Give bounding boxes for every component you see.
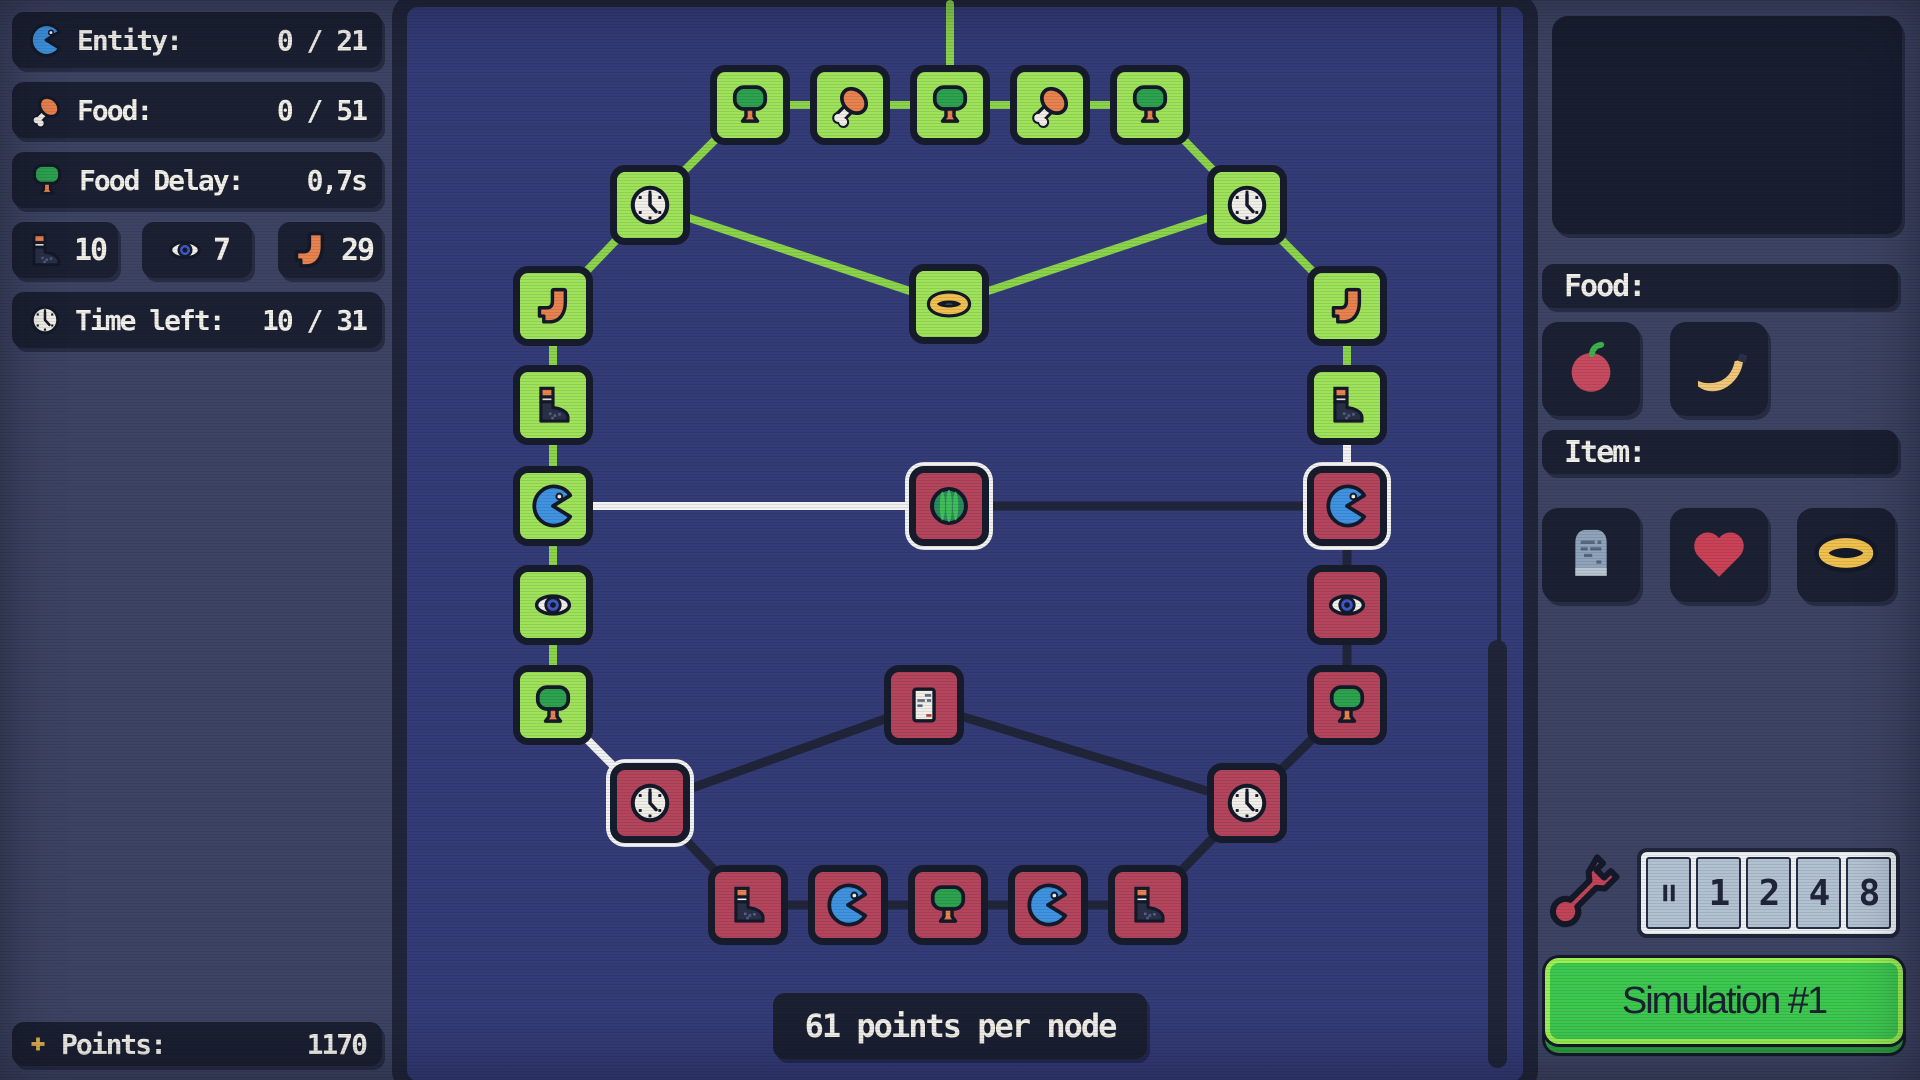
heart-icon	[1686, 520, 1752, 590]
speed-8-button[interactable]: 8	[1846, 857, 1891, 929]
food-apple-button[interactable]	[1542, 322, 1640, 416]
item-section-header: Item:	[1542, 430, 1898, 474]
time-left-clock-icon	[28, 303, 62, 337]
food-delay-stat-row: Food Delay: 0,7s	[12, 152, 382, 208]
simulation-button[interactable]: Simulation #1	[1545, 958, 1903, 1044]
entity-pacman-icon	[28, 22, 64, 58]
food-delay-label: Food Delay:	[79, 163, 244, 197]
points-label: Points:	[61, 1027, 167, 1061]
points-per-node-text: 61 points per node	[804, 1007, 1118, 1045]
node-boot[interactable]	[708, 865, 788, 945]
node-tree[interactable]	[910, 65, 990, 145]
points-per-node-label: 61 points per node	[773, 993, 1147, 1059]
points-row: Points: 1170	[12, 1022, 382, 1066]
node-clock[interactable]	[610, 763, 690, 843]
node-pacman[interactable]	[513, 466, 593, 546]
node-ring[interactable]	[909, 264, 989, 344]
vision-badge-value: 7	[212, 232, 231, 268]
food-stat-row: Food: 0 / 51	[12, 82, 382, 138]
time-left-label: Time left:	[75, 303, 226, 337]
gravestone-icon	[1558, 520, 1624, 590]
food-value: 0 / 51	[276, 93, 368, 127]
node-stomach[interactable]	[1307, 266, 1387, 346]
simulation-button-label: Simulation #1	[1621, 979, 1828, 1022]
map-scrollbar-track	[1497, 0, 1501, 652]
node-tree[interactable]	[513, 665, 593, 745]
node-boot[interactable]	[513, 365, 593, 445]
time-left-value: 10 / 31	[261, 303, 368, 337]
node-clock[interactable]	[610, 165, 690, 245]
entity-value: 0 / 21	[276, 23, 368, 57]
plus-icon	[28, 1034, 48, 1054]
entity-label: Entity:	[77, 23, 183, 57]
node-tree[interactable]	[1307, 665, 1387, 745]
node-watermelon[interactable]	[909, 466, 989, 546]
ring-icon	[1813, 520, 1879, 590]
node-stomach[interactable]	[513, 266, 593, 346]
preview-box	[1552, 16, 1902, 234]
speed-pause-button[interactable]	[1646, 857, 1691, 929]
node-clock[interactable]	[1207, 165, 1287, 245]
stomach-badge-value: 29	[340, 232, 375, 268]
node-drumstick[interactable]	[810, 65, 890, 145]
item-gravestone-button[interactable]	[1542, 508, 1640, 602]
item-header-text: Item:	[1564, 434, 1646, 470]
speed-2-button[interactable]: 2	[1746, 857, 1791, 929]
boot-icon	[24, 229, 66, 271]
food-banana-button[interactable]	[1670, 322, 1768, 416]
node-eye[interactable]	[513, 565, 593, 645]
settings-wrench-icon[interactable]	[1536, 846, 1628, 938]
node-boot[interactable]	[1307, 365, 1387, 445]
node-eye[interactable]	[1307, 565, 1387, 645]
node-clock[interactable]	[1207, 763, 1287, 843]
points-value: 1170	[306, 1027, 368, 1061]
banana-icon	[1686, 334, 1752, 404]
speed-badge-value: 10	[73, 232, 108, 268]
vision-badge: 7	[142, 222, 252, 278]
entity-stat-row: Entity: 0 / 21	[12, 12, 382, 68]
speed-badge: 10	[12, 222, 118, 278]
item-ring-button[interactable]	[1797, 508, 1895, 602]
node-pacman[interactable]	[1008, 865, 1088, 945]
node-drumstick[interactable]	[1010, 65, 1090, 145]
node-pacman[interactable]	[1307, 466, 1387, 546]
food-header-text: Food:	[1564, 268, 1646, 304]
node-tree[interactable]	[710, 65, 790, 145]
node-boot[interactable]	[1108, 865, 1188, 945]
node-note[interactable]	[884, 665, 964, 745]
speed-1-button[interactable]: 1	[1696, 857, 1741, 929]
food-label: Food:	[77, 93, 153, 127]
stomach-badge: 29	[278, 222, 382, 278]
time-left-stat-row: Time left: 10 / 31	[12, 292, 382, 348]
food-drumstick-icon	[28, 92, 64, 128]
speed-4-button[interactable]: 4	[1796, 857, 1841, 929]
map-scrollbar-thumb[interactable]	[1488, 640, 1507, 1068]
stomach-icon	[287, 227, 333, 273]
node-tree[interactable]	[1110, 65, 1190, 145]
food-delay-tree-icon	[28, 161, 66, 199]
node-tree[interactable]	[908, 865, 988, 945]
food-section-header: Food:	[1542, 264, 1898, 308]
node-pacman[interactable]	[808, 865, 888, 945]
item-heart-button[interactable]	[1670, 508, 1768, 602]
food-delay-value: 0,7s	[306, 163, 368, 197]
apple-icon	[1558, 334, 1624, 404]
eye-icon	[165, 230, 205, 270]
